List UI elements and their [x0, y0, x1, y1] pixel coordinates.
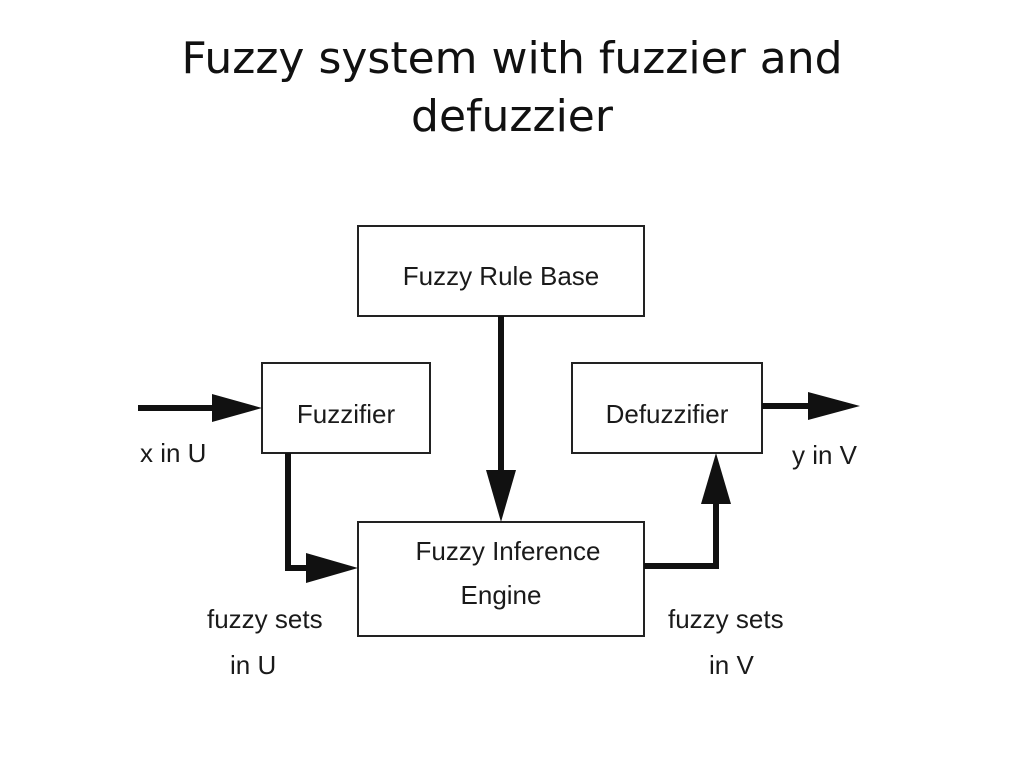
- input-label: x in U: [140, 438, 206, 468]
- inference-to-defuzzifier-arrow: [644, 453, 731, 569]
- fuzzifier-label: Fuzzifier: [297, 399, 396, 429]
- input-arrow: [138, 394, 262, 422]
- fuzzy-sets-in-v-label-line-2: in V: [709, 650, 754, 680]
- rule-base-to-inference-arrow: [486, 316, 516, 522]
- fuzzy-sets-in-u-label-line-2: in U: [230, 650, 276, 680]
- output-arrow: [762, 392, 860, 420]
- rule-base-block: Fuzzy Rule Base: [357, 225, 645, 317]
- slide-title: Fuzzy system with fuzzier and defuzzier: [112, 30, 912, 146]
- rule-base-label: Fuzzy Rule Base: [403, 261, 600, 291]
- slide-title-line-1: Fuzzy system with fuzzier and: [181, 33, 843, 84]
- fuzzy-sets-in-u-label-line-1: fuzzy sets: [207, 604, 323, 634]
- output-label: y in V: [792, 440, 858, 470]
- fuzzifier-block: Fuzzifier: [261, 362, 431, 454]
- fuzzy-sets-in-v-label-line-1: fuzzy sets: [668, 604, 784, 634]
- inference-engine-label-line-1: Fuzzy Inference: [416, 536, 601, 566]
- inference-engine-label-line-2: Engine: [461, 580, 542, 610]
- defuzzifier-label: Defuzzifier: [606, 399, 729, 429]
- slide-title-line-2: defuzzier: [411, 91, 613, 142]
- inference-engine-block: Fuzzy Inference Engine: [357, 521, 645, 637]
- defuzzifier-block: Defuzzifier: [571, 362, 763, 454]
- fuzzifier-to-inference-arrow: [285, 453, 358, 583]
